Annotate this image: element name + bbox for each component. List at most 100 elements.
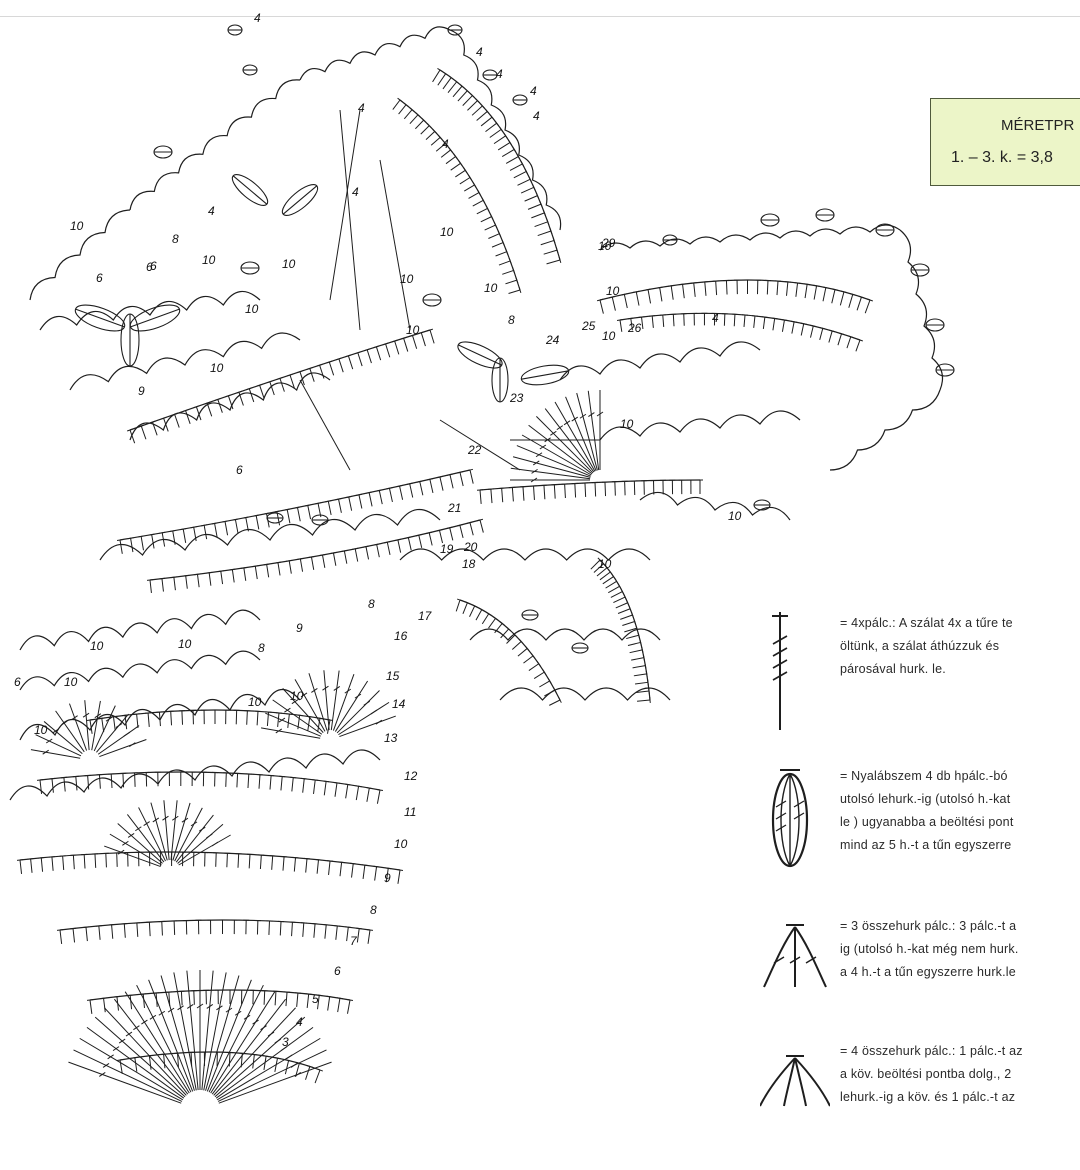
stitch-mark xyxy=(212,523,218,524)
stitch-mark xyxy=(460,472,463,486)
stitch-mark xyxy=(61,777,67,778)
row-number-label: 10 xyxy=(440,225,454,239)
stitch-mark xyxy=(152,535,154,549)
stitch-mark xyxy=(476,610,482,620)
stitch-mark xyxy=(796,283,798,297)
stitch-mark xyxy=(252,566,258,567)
stitch-mark xyxy=(633,291,639,292)
stitch-mark xyxy=(437,68,442,71)
stitch-mark xyxy=(801,324,804,336)
stitch-mark xyxy=(280,921,281,935)
stitch-mark xyxy=(433,70,440,82)
row-number-label: 8 xyxy=(172,232,179,246)
stitch-mark xyxy=(785,282,791,283)
row-number-label: 18 xyxy=(462,557,476,571)
stitch-mark xyxy=(320,365,324,378)
stitch-band-base xyxy=(480,480,700,490)
stitch-mark xyxy=(73,855,74,869)
stitch-mark xyxy=(275,562,281,563)
stitch-mark xyxy=(64,778,65,792)
stitch-mark xyxy=(338,702,389,734)
stitch-mark xyxy=(502,149,514,156)
stitch-mark xyxy=(278,713,279,727)
stitch-mark xyxy=(491,489,492,503)
row-number-label: 21 xyxy=(447,501,461,515)
stitch-band-base xyxy=(620,313,860,340)
stitch-mark xyxy=(247,711,248,725)
stitch-mark xyxy=(286,1055,292,1059)
stitch-mark xyxy=(347,1000,350,1014)
stitch-mark xyxy=(792,322,794,334)
stitch-mark xyxy=(135,827,141,831)
row-number-label: 26 xyxy=(627,321,642,335)
stitch-mark xyxy=(259,775,260,789)
stitch-mark xyxy=(95,854,96,868)
chain-arc-row xyxy=(500,688,670,700)
stitch-mark xyxy=(306,859,307,873)
row-number-label: 10 xyxy=(210,361,224,375)
row-number-label: 10 xyxy=(90,639,104,653)
stitch-mark xyxy=(309,673,327,730)
stitch-mark xyxy=(450,475,453,489)
stitch-mark xyxy=(287,510,290,524)
stitch-mark xyxy=(120,540,122,554)
stitch-mark xyxy=(261,728,320,738)
bobble-stitch-icon xyxy=(760,765,820,880)
row-number-label: 15 xyxy=(386,669,400,683)
stitch-mark xyxy=(613,597,625,603)
stitch-mark xyxy=(17,860,23,861)
stitch-mark xyxy=(458,91,467,101)
stitch-mark xyxy=(263,1056,269,1057)
chain-arc-row xyxy=(70,333,300,390)
stitch-mark xyxy=(68,1062,181,1103)
stitch-mark xyxy=(368,930,370,944)
stitch-mark xyxy=(615,579,618,584)
stitch-mark xyxy=(159,1011,165,1015)
row-number-label: 19 xyxy=(440,542,454,556)
stitch-mark xyxy=(243,517,249,518)
stitch-mark xyxy=(84,854,85,868)
stitch-mark xyxy=(547,260,560,264)
row-number-label: 4 xyxy=(254,11,261,25)
stitch-mark xyxy=(174,577,176,590)
stitch-mark xyxy=(512,487,513,501)
stitch-mark xyxy=(150,1015,156,1019)
stitch-mark xyxy=(104,998,106,1012)
stitch-mark xyxy=(133,1026,139,1030)
stitch-mark xyxy=(60,930,62,944)
row-number-label: 10 xyxy=(602,329,616,343)
stitch-mark xyxy=(117,853,118,867)
stitch-mark xyxy=(537,661,540,666)
stitch-mark xyxy=(856,340,860,351)
stitch-mark xyxy=(645,289,651,290)
stitch-mark xyxy=(521,187,534,193)
stitch-mark xyxy=(612,574,615,579)
row-number-label: 9 xyxy=(384,871,391,885)
stitch-mark xyxy=(162,921,163,935)
stitch-mark xyxy=(264,513,270,514)
row-number-label: 22 xyxy=(467,443,482,457)
stitch-mark xyxy=(52,857,53,871)
stitch-mark xyxy=(395,539,401,540)
stitch-mark xyxy=(448,82,457,93)
stitch-mark xyxy=(544,485,545,499)
stitch-mark xyxy=(615,482,616,496)
stitch-mark xyxy=(481,117,492,126)
row-number-label: 10 xyxy=(598,557,612,571)
stitch-mark xyxy=(404,110,412,119)
stitch-mark xyxy=(387,542,390,555)
stitch-mark xyxy=(347,999,353,1000)
stitch-mark xyxy=(183,529,185,543)
stitch-mark xyxy=(460,178,470,184)
stitch-mark xyxy=(455,170,465,177)
stitch-mark xyxy=(518,179,531,185)
stitch-band-base xyxy=(150,520,480,580)
stitch-mark xyxy=(171,711,172,725)
stitch-mark xyxy=(415,120,423,129)
stitch-mark xyxy=(366,547,369,560)
stitch-mark xyxy=(513,147,516,152)
stitch-mark xyxy=(49,778,55,779)
stitch-mark xyxy=(393,100,400,110)
stitch-mark xyxy=(620,615,632,619)
stitch-mark xyxy=(171,577,177,578)
